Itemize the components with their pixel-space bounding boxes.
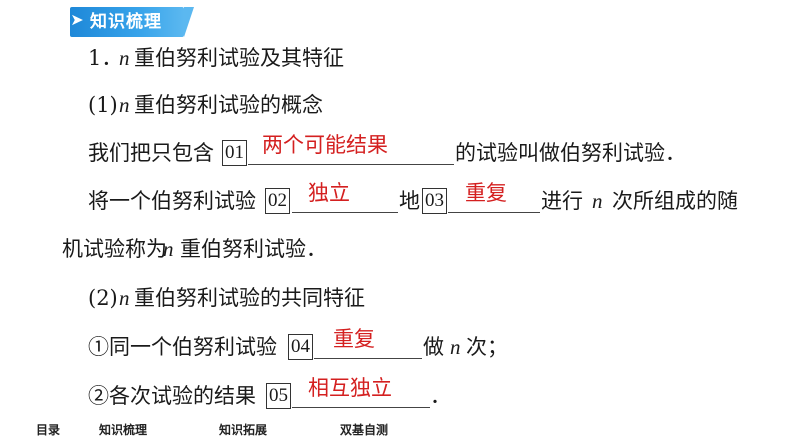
text-segment: 我们把只包含 <box>88 141 214 165</box>
text-segment: 机试验称为 <box>62 237 167 261</box>
subheading-text: 重伯努利试验的概念 <box>134 93 323 117</box>
blank-number-02: 02 <box>265 188 290 214</box>
blank-number-05: 05 <box>266 383 291 409</box>
footer-link-self-test[interactable]: 双基自测 <box>340 423 389 437</box>
fill-blank-05[interactable] <box>292 407 430 408</box>
fill-blank-04[interactable] <box>314 358 422 359</box>
answer-05: 相互独立 <box>308 376 392 400</box>
variable-n: n <box>592 189 603 213</box>
footer-link-knowledge-review[interactable]: 知识梳理 <box>99 423 148 437</box>
fill-blank-02[interactable] <box>292 212 398 213</box>
variable-n: n <box>119 286 130 310</box>
subheading-prefix: (1) <box>88 93 118 117</box>
text-segment: 将一个伯努利试验 <box>88 189 256 213</box>
answer-01: 两个可能结果 <box>262 133 388 157</box>
text-segment: 进行 <box>541 189 583 213</box>
blank-number-04: 04 <box>288 334 313 360</box>
variable-n: n <box>163 237 174 261</box>
fill-blank-03[interactable] <box>448 212 540 213</box>
footer-link-contents[interactable]: 目录 <box>36 423 61 437</box>
text-segment: 做 <box>423 335 444 359</box>
section-title: 知识梳理 <box>90 12 162 32</box>
subheading-prefix: (2) <box>88 286 118 310</box>
text-segment: 地 <box>399 189 420 213</box>
answer-02: 独立 <box>308 181 350 205</box>
heading-text: 重伯努利试验及其特征 <box>134 46 344 70</box>
fill-blank-01[interactable] <box>248 164 454 165</box>
arrow-right-icon: ➤ <box>70 10 84 29</box>
answer-03: 重复 <box>465 181 507 205</box>
text-segment: ②各次试验的结果 <box>88 384 256 408</box>
footer-link-knowledge-extension[interactable]: 知识拓展 <box>219 423 268 437</box>
text-segment: 次所组成的随 <box>612 189 738 213</box>
text-segment: 重伯努利试验． <box>180 237 327 261</box>
text-segment: 次； <box>466 335 508 359</box>
heading-number: 1． <box>88 46 123 70</box>
subheading-text: 重伯努利试验的共同特征 <box>134 286 365 310</box>
variable-n: n <box>450 335 461 359</box>
text-segment: ． <box>430 384 451 408</box>
text-segment: ①同一个伯努利试验 <box>88 335 277 359</box>
section-header <box>70 7 194 37</box>
blank-number-03: 03 <box>422 188 447 214</box>
variable-n: n <box>119 46 130 70</box>
text-segment: 的试验叫做伯努利试验． <box>455 141 686 165</box>
blank-number-01: 01 <box>222 140 247 166</box>
answer-04: 重复 <box>333 327 375 351</box>
variable-n: n <box>119 93 130 117</box>
